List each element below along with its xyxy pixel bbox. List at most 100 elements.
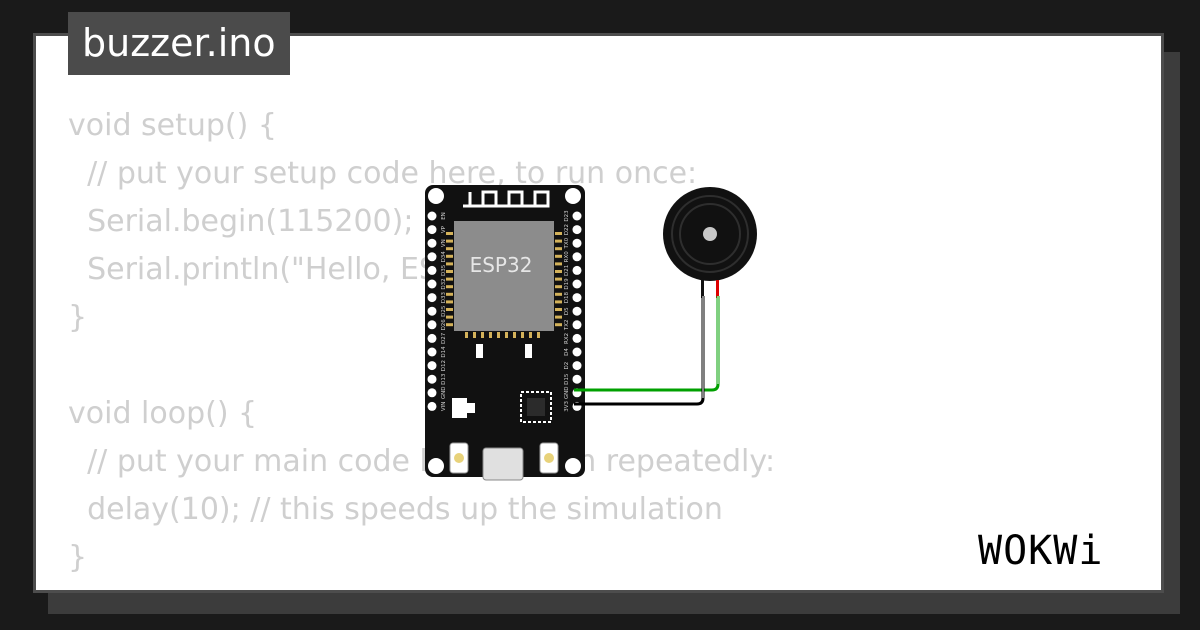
buzzer-lead [716, 280, 719, 298]
buzzer-ring [671, 195, 749, 273]
buzzer-center [703, 227, 717, 241]
code-line: Serial.begin(115200); [68, 204, 414, 239]
pin-tx2[interactable] [572, 320, 582, 330]
module-pad [555, 323, 562, 327]
pin-label: D13 [441, 373, 447, 385]
pin-d33[interactable] [427, 293, 437, 303]
mounting-hole [565, 188, 581, 204]
pin-vin[interactable] [427, 401, 437, 411]
module-pad [555, 292, 562, 296]
pin-d14[interactable] [427, 347, 437, 357]
module-pad [555, 300, 562, 304]
pin-d23[interactable] [572, 211, 582, 221]
module-pad [555, 270, 562, 273]
module-pad [555, 239, 562, 243]
pin-label: D5 [564, 307, 570, 315]
pin-d34[interactable] [427, 252, 437, 262]
pin-d5[interactable] [572, 306, 582, 316]
pin-rx2[interactable] [572, 333, 582, 343]
module-pad [555, 285, 562, 289]
pin-label: RX0 [564, 251, 570, 263]
module-pad [505, 332, 508, 338]
mounting-hole [428, 188, 444, 204]
buzzer-ring [679, 203, 741, 265]
pin-d12[interactable] [427, 361, 437, 371]
module-pad [446, 277, 453, 281]
pin-label: D26 [441, 319, 447, 331]
en-button[interactable] [449, 442, 469, 474]
code-line: delay(10); // this speeds up the simulat… [68, 492, 723, 527]
chip-label: ESP32 [470, 253, 533, 277]
pin-rx0[interactable] [572, 252, 582, 262]
wire-signal[interactable] [574, 296, 720, 392]
module-pad [446, 254, 453, 258]
pin-d32[interactable] [427, 279, 437, 289]
module-pad [555, 262, 562, 266]
pin-gnd[interactable] [427, 388, 437, 398]
pin-label: GND [564, 386, 570, 399]
pin-d26[interactable] [427, 320, 437, 330]
module-pad [555, 315, 562, 319]
module-pad [446, 247, 453, 251]
pin-label: VP [441, 225, 447, 233]
module-pad [446, 239, 453, 243]
pin-label: D12 [441, 360, 447, 371]
module-pad [529, 332, 532, 338]
pin-d27[interactable] [427, 333, 437, 343]
pin-d22[interactable] [572, 225, 582, 235]
esp32-board[interactable]: ESP32 ENVPVND34D35D32D33D25D26D27D14D12D… [425, 185, 585, 481]
code-line: void loop() { [68, 396, 258, 431]
piezo-buzzer[interactable] [663, 187, 757, 298]
usb-uart-chip [520, 391, 552, 423]
pin-label: VIN [441, 402, 447, 412]
smd-component [476, 344, 483, 358]
pin-label: TX0 [564, 237, 570, 249]
module-pad [465, 332, 468, 338]
pin-d19[interactable] [572, 279, 582, 289]
mounting-hole [428, 458, 444, 474]
module-pad [446, 232, 453, 235]
pin-d25[interactable] [427, 306, 437, 316]
pin-d18[interactable] [572, 293, 582, 303]
pin-d21[interactable] [572, 265, 582, 275]
pin-d13[interactable] [427, 374, 437, 384]
right-pin-header: D23D22TX0RX0D21D19D18D5TX2RX2D4D2D15GND3… [564, 210, 582, 412]
pin-label: D25 [441, 305, 447, 317]
module-pad [555, 254, 562, 258]
antenna-trace [463, 190, 550, 208]
pin-label: D34 [441, 251, 447, 263]
pin-label: D14 [441, 346, 447, 358]
wire-ground[interactable] [574, 296, 705, 406]
pin-tx0[interactable] [572, 238, 582, 248]
pin-label: EN [441, 212, 447, 220]
module-pad [555, 277, 562, 281]
file-title-badge: buzzer.ino [68, 12, 290, 75]
module-pad [489, 332, 492, 338]
buzzer-lead [701, 280, 704, 298]
pin-label: D23 [564, 210, 570, 222]
pin-d2[interactable] [572, 361, 582, 371]
pin-label: D2 [564, 362, 570, 370]
pin-d15[interactable] [572, 374, 582, 384]
voltage-regulator-tab [467, 403, 475, 413]
module-pads [446, 232, 562, 338]
pin-vp[interactable] [427, 225, 437, 235]
boot-button[interactable] [539, 442, 559, 474]
pin-label: D32 [441, 278, 447, 289]
module-pad [446, 262, 453, 266]
module-pad [537, 332, 540, 338]
pin-label: 3V3 [564, 401, 570, 412]
pin-vn[interactable] [427, 238, 437, 248]
left-pin-header: ENVPVND34D35D32D33D25D26D27D14D12D13GNDV… [427, 211, 447, 412]
pin-d4[interactable] [572, 347, 582, 357]
pin-label: RX2 [564, 333, 570, 344]
pin-label: D33 [441, 291, 447, 303]
voltage-regulator [452, 398, 467, 418]
pin-en[interactable] [427, 211, 437, 221]
pin-label: VN [441, 239, 447, 247]
module-pad [521, 332, 524, 338]
pin-d35[interactable] [427, 265, 437, 275]
module-pad [473, 332, 476, 338]
pin-label: D21 [564, 265, 570, 276]
